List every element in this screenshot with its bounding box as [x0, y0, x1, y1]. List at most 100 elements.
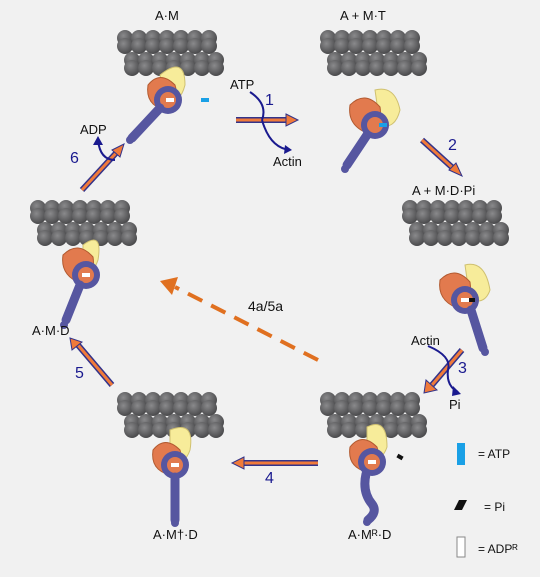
step-number-3: 3	[458, 360, 467, 377]
actin-monomer	[145, 400, 161, 416]
actin-monomer	[472, 208, 488, 224]
actin-filament-amtd	[117, 392, 224, 438]
actin-monomer	[437, 230, 453, 246]
actin-monomer	[383, 60, 399, 76]
actin-monomer	[479, 230, 495, 246]
arrow-step-3	[423, 348, 465, 394]
actin-monomer	[152, 422, 168, 438]
actin-monomer	[409, 230, 425, 246]
actin-monomer	[334, 400, 350, 416]
actin-monomer	[390, 400, 406, 416]
actin-monomer	[187, 38, 203, 54]
state-label-amdr: A·Mᴿ·D	[348, 527, 392, 542]
actin-filament-am	[117, 30, 224, 76]
actin-monomer	[208, 60, 224, 76]
actin-monomer	[404, 400, 420, 416]
arrow-step-6	[79, 143, 125, 193]
actin-monomer	[131, 400, 147, 416]
actin-monomer	[86, 208, 102, 224]
myosin-head-am	[126, 66, 186, 144]
step-number-1: 1	[265, 92, 274, 109]
actin-monomer	[117, 400, 133, 416]
actin-monomer	[100, 208, 116, 224]
myosin-head-amt	[341, 88, 401, 173]
atp-molecule-am	[201, 98, 209, 102]
actin-monomer	[124, 422, 140, 438]
state-label-a-mdpi: A + M·D·Pi	[412, 183, 476, 198]
legend-pi-label: = Pi	[484, 500, 506, 514]
actin-filament-amdpi	[402, 200, 509, 246]
myosin-head-amd	[60, 239, 100, 329]
actin-monomer	[201, 38, 217, 54]
arrow-step-5	[69, 337, 115, 387]
legend-atp-label: = ATP	[478, 447, 511, 461]
ligand-label-adp: ADP	[80, 122, 107, 137]
actin-monomer	[355, 60, 371, 76]
state-label-amd: A·M·D	[32, 323, 70, 338]
ligand-label-pi: Pi	[449, 397, 461, 412]
actin-monomer	[493, 230, 509, 246]
ligand-label-actin-binding: Actin	[411, 333, 440, 348]
legend-adp-swatch	[456, 536, 466, 558]
myosin-head-amdr	[349, 424, 388, 526]
state-label-am: A·M	[155, 8, 179, 23]
actin-monomer	[362, 400, 378, 416]
actin-filament-amdr	[320, 392, 427, 438]
legend-atp-swatch	[457, 443, 465, 465]
actin-filament-amt	[320, 30, 427, 76]
actin-monomer	[327, 422, 343, 438]
actin-monomer	[465, 230, 481, 246]
actin-monomer	[145, 38, 161, 54]
actin-monomer	[124, 60, 140, 76]
actin-monomer	[320, 400, 336, 416]
actin-monomer	[187, 400, 203, 416]
step-number-2: 2	[448, 137, 457, 154]
legend-adp-label: = ADPᴿ	[478, 542, 518, 556]
actin-monomer	[411, 422, 427, 438]
legend-pi-swatch	[454, 500, 467, 510]
step-number-5: 5	[75, 365, 84, 382]
arrow-step-4a-5a	[160, 277, 319, 362]
atp-binding-arrow	[249, 91, 265, 121]
state-label-amt-d: A·M†·D	[153, 527, 198, 542]
actin-monomer	[44, 208, 60, 224]
actin-monomer	[444, 208, 460, 224]
actin-monomer	[194, 422, 210, 438]
actin-monomer	[458, 208, 474, 224]
actin-monomer	[334, 38, 350, 54]
actin-filament-amd	[30, 200, 137, 246]
actin-monomer	[30, 208, 46, 224]
actin-binding-arrow	[427, 345, 450, 371]
myosin-head-amtd	[152, 427, 192, 527]
actin-monomer	[416, 208, 432, 224]
actin-monomer	[348, 38, 364, 54]
arrow-step-4	[230, 456, 318, 470]
actin-monomer	[341, 60, 357, 76]
actin-monomer	[114, 208, 130, 224]
actin-monomer	[411, 60, 427, 76]
actin-monomer	[194, 60, 210, 76]
actin-monomer	[423, 230, 439, 246]
actin-monomer	[138, 422, 154, 438]
actin-monomer	[369, 60, 385, 76]
actin-monomer	[376, 38, 392, 54]
actin-monomer	[65, 230, 81, 246]
actin-monomer	[159, 400, 175, 416]
actin-monomer	[138, 60, 154, 76]
actin-monomer	[51, 230, 67, 246]
actin-monomer	[404, 38, 420, 54]
actin-monomer	[173, 38, 189, 54]
step-label-4a-5a: 4a/5a	[248, 298, 284, 314]
actin-monomer	[121, 230, 137, 246]
actin-monomer	[348, 400, 364, 416]
step-number-6: 6	[70, 150, 79, 167]
state-label-a-mt: A + M·T	[340, 8, 386, 23]
actin-monomer	[37, 230, 53, 246]
arrow-step-1	[236, 113, 300, 127]
actin-monomer	[117, 38, 133, 54]
ligand-label-actin-release: Actin	[273, 154, 302, 169]
actin-monomer	[383, 422, 399, 438]
ligand-label-atp: ATP	[230, 77, 255, 92]
actin-monomer	[430, 208, 446, 224]
